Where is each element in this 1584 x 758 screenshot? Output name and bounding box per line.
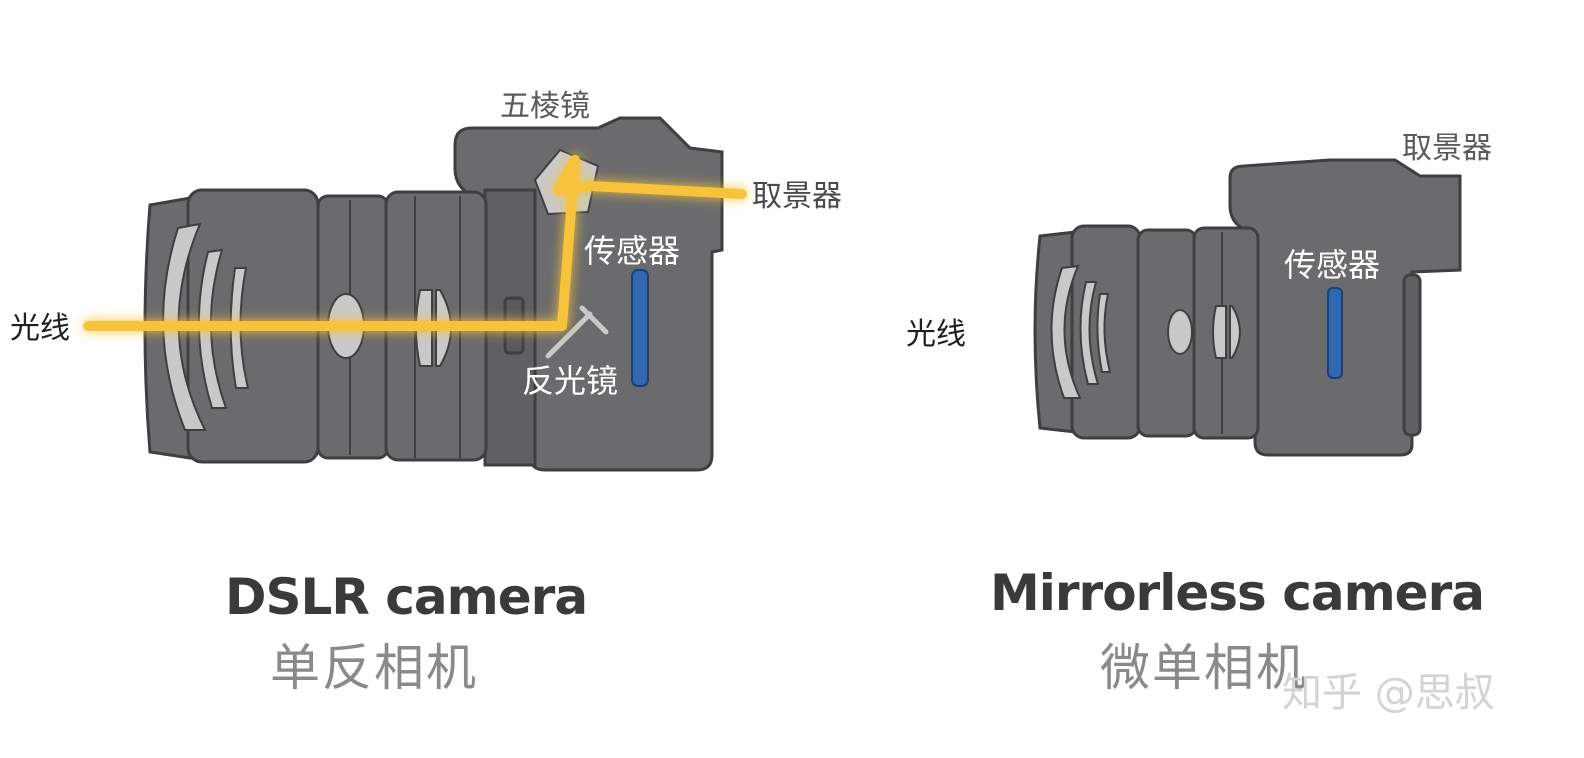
label-reflex-mirror: 反光镜 — [522, 362, 618, 400]
mirrorless-caption-zh: 微单相机 — [1100, 639, 1308, 697]
dslr-camera — [83, 116, 747, 472]
dslr-sensor — [631, 269, 649, 387]
mirrorless-grip-edge — [1402, 273, 1422, 437]
watermark: 知乎 @思叔 — [1282, 670, 1495, 716]
label-mirrorless-light: 光线 — [906, 317, 966, 352]
mirrorless-camera — [985, 158, 1462, 457]
dslr-light-ray — [83, 155, 747, 331]
label-dslr-sensor: 传感器 — [584, 232, 680, 270]
label-mirrorless-sensor: 传感器 — [1284, 246, 1380, 284]
dslr-caption-zh: 单反相机 — [270, 639, 478, 697]
label-mirrorless-viewfinder: 取景器 — [1402, 131, 1492, 166]
dslr-lens-element — [162, 222, 207, 431]
label-pentaprism: 五棱镜 — [500, 89, 590, 124]
label-dslr-light: 光线 — [10, 311, 70, 346]
dslr-lens-element — [197, 248, 228, 409]
mirrorless-body — [1228, 158, 1462, 457]
dslr-caption-en: DSLR camera — [225, 568, 588, 626]
label-dslr-viewfinder: 取景器 — [752, 179, 842, 214]
reflex-mirror-shape — [545, 305, 609, 359]
mirrorless-lens-element — [1050, 264, 1082, 399]
mirrorless-caption-en: Mirrorless camera — [990, 564, 1485, 622]
